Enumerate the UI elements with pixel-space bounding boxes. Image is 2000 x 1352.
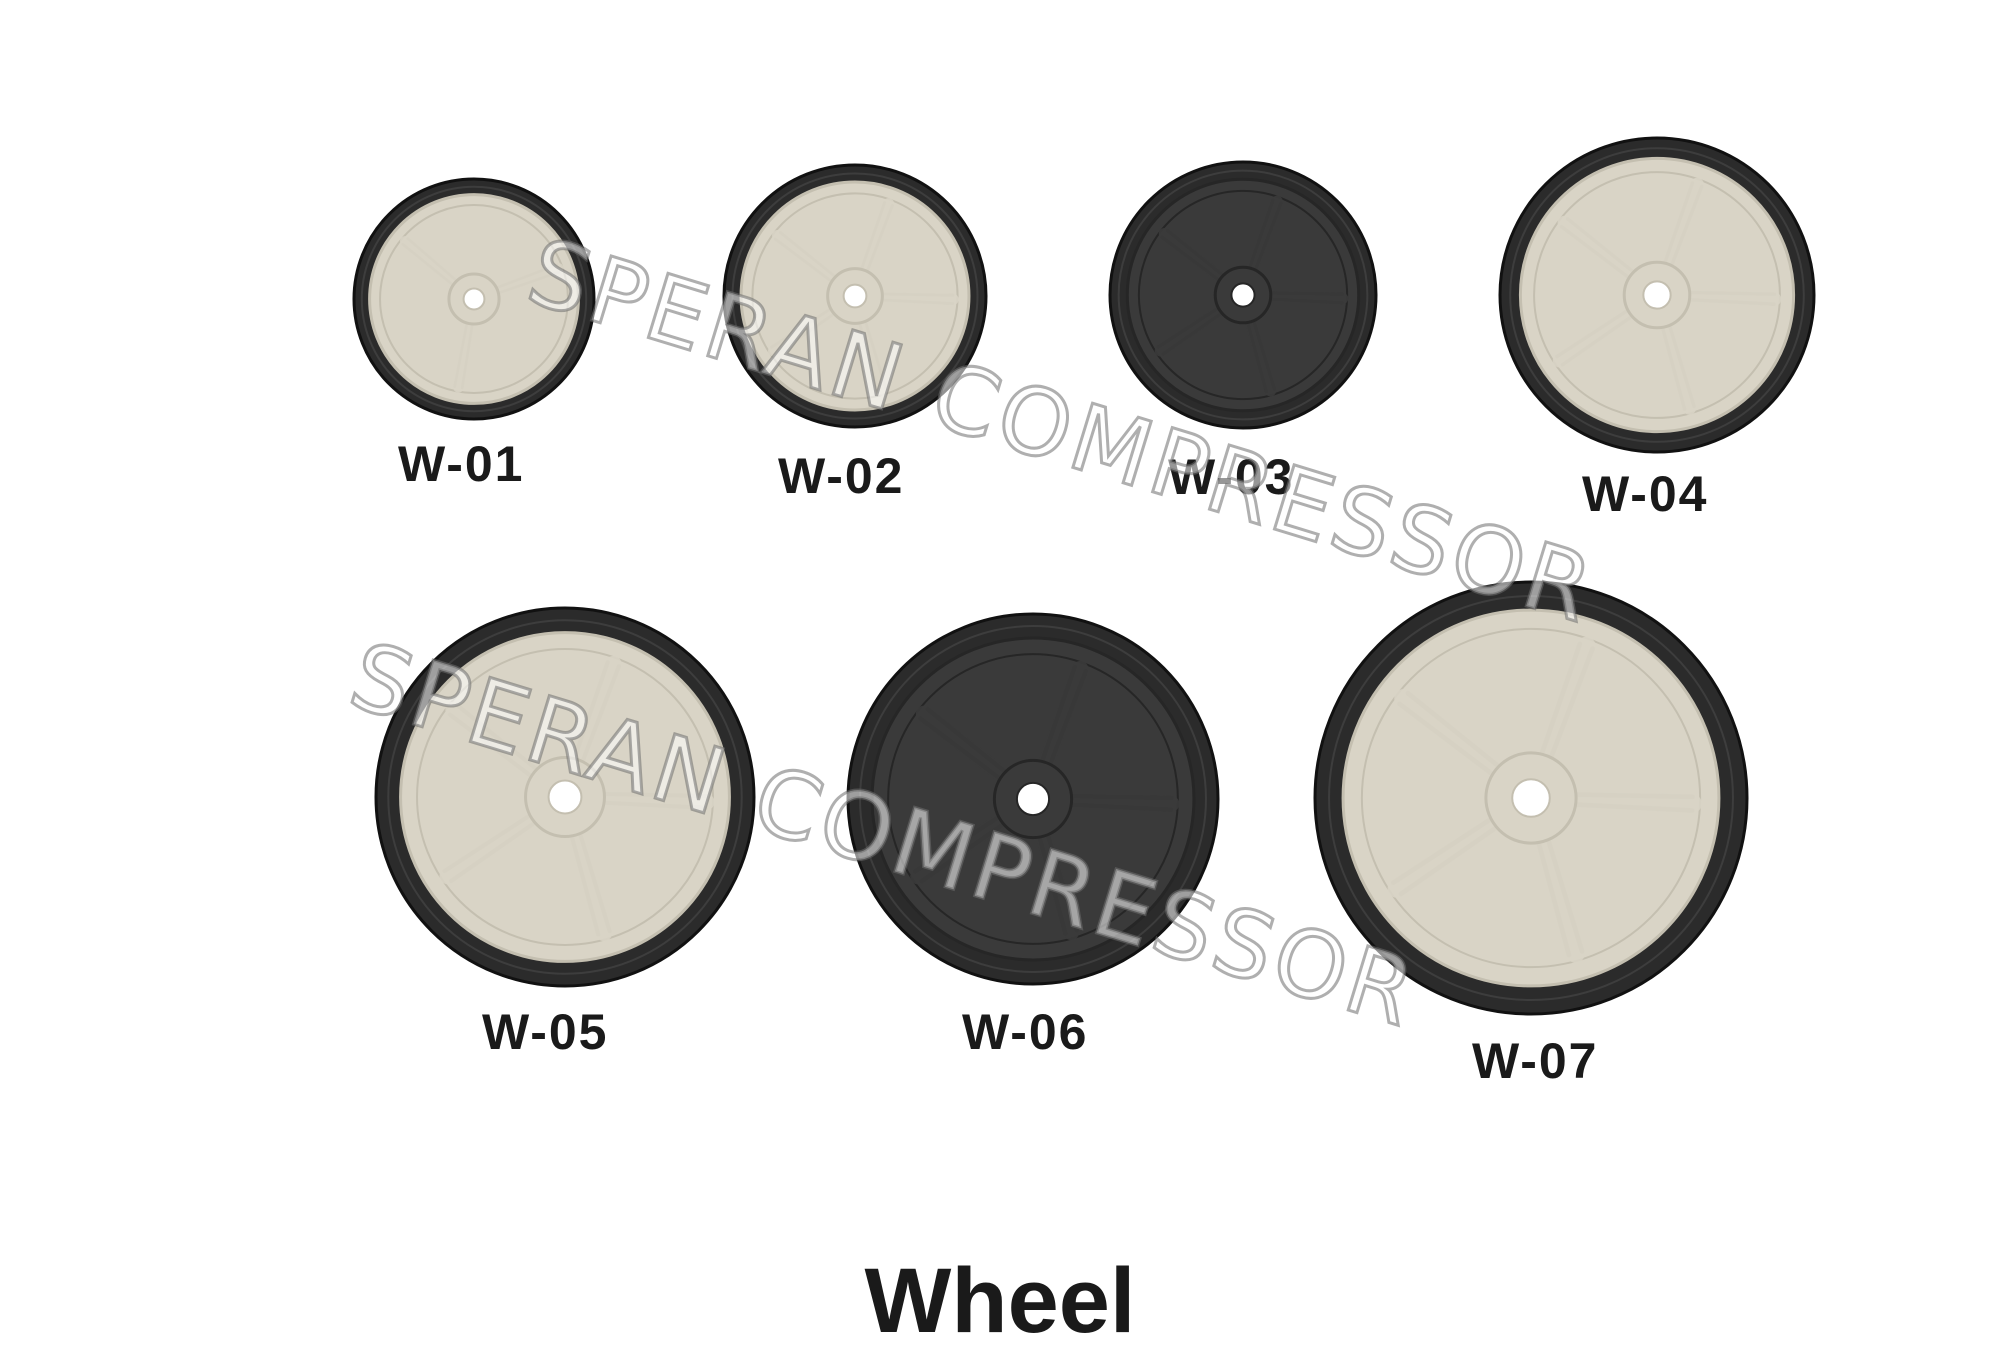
wheel-label-w01: W-01 (398, 436, 525, 492)
spoke-icon (1552, 304, 1639, 368)
wheel-w07-drawing (1313, 580, 1749, 1016)
spoke-icon (1158, 227, 1229, 286)
axle-hole-icon (1511, 778, 1551, 818)
wheel-label-w04: W-04 (1582, 466, 1709, 522)
wheel-label-w05: W-05 (482, 1004, 609, 1060)
spoke-icon (453, 316, 476, 393)
spoke-icon (1557, 215, 1641, 284)
tire-tread (360, 185, 588, 413)
hub-rim-ring (1533, 171, 1781, 419)
hub-rim-ring (379, 204, 569, 394)
spoke-icon (1535, 636, 1596, 769)
tire-tread (387, 619, 743, 975)
spoke-icon (566, 823, 613, 942)
axle-hole-icon (1230, 282, 1256, 308)
spoke-icon (856, 314, 888, 396)
wheel-image-w06 (846, 612, 1220, 986)
axle-hole-icon (462, 287, 486, 311)
axle-hole-icon (547, 779, 583, 815)
spoke-icon (1680, 289, 1782, 306)
tire-tread (1509, 147, 1805, 443)
hub-rim-ring (751, 192, 959, 400)
wheel-label-w03: W-03 (1168, 449, 1295, 505)
wheel-w02-drawing (722, 163, 988, 429)
wheel-label-w06: W-06 (962, 1004, 1089, 1060)
tire-tread (1117, 169, 1369, 421)
spoke-icon (1394, 689, 1508, 782)
spoke-icon (1244, 313, 1277, 397)
hub-rim-ring (416, 648, 714, 946)
tire-tread (1328, 595, 1734, 1001)
spoke-icon (569, 655, 622, 772)
wheel-w03-drawing (1108, 160, 1378, 430)
spoke-icon (1262, 290, 1349, 305)
spoke-icon (1532, 828, 1585, 963)
wheel-label-w02: W-02 (778, 448, 905, 504)
spoke-icon (1562, 790, 1702, 814)
wheel-label-w07: W-07 (1472, 1033, 1599, 1089)
wheel-image-w01 (352, 177, 596, 421)
spoke-icon (1037, 660, 1089, 774)
axle-hole-icon (842, 283, 868, 309)
spoke-icon (445, 701, 545, 783)
tire-tread (731, 172, 979, 420)
hub-rim-ring (887, 653, 1179, 945)
spoke-icon (400, 236, 462, 290)
hub-rim-ring (1360, 627, 1702, 969)
axle-hole-icon (1642, 280, 1672, 310)
axle-hole-icon (1015, 781, 1051, 817)
wheel-w01-drawing (352, 177, 596, 421)
wheel-image-w02 (722, 163, 988, 429)
spoke-icon (1245, 195, 1283, 277)
spoke-icon (915, 705, 1014, 786)
spoke-icon (1387, 811, 1507, 898)
spoke-icon (1060, 792, 1180, 812)
spoke-icon (490, 263, 564, 297)
spoke-icon (1658, 317, 1697, 415)
wheel-w06-drawing (846, 612, 1220, 986)
wheel-image-w07 (1313, 580, 1749, 1016)
wheel-image-w04 (1498, 136, 1816, 454)
spoke-icon (1660, 177, 1705, 274)
hub-rim-ring (1137, 189, 1349, 401)
spoke-icon (439, 809, 544, 885)
spoke-icon (1034, 824, 1080, 941)
tire-tread (859, 625, 1207, 973)
wheel-w05-drawing (374, 606, 756, 988)
spoke-icon (857, 198, 895, 279)
spoke-icon (910, 810, 1012, 885)
spoke-icon (768, 304, 840, 357)
spoke-icon (1154, 303, 1228, 357)
spoke-icon (772, 229, 841, 287)
wheel-w04-drawing (1498, 136, 1816, 454)
spoke-icon (874, 291, 959, 306)
wheel-image-w05 (374, 606, 756, 988)
wheel-image-w03 (1108, 160, 1378, 430)
spoke-icon (592, 790, 715, 811)
page-title: Wheel (864, 1250, 1136, 1352)
